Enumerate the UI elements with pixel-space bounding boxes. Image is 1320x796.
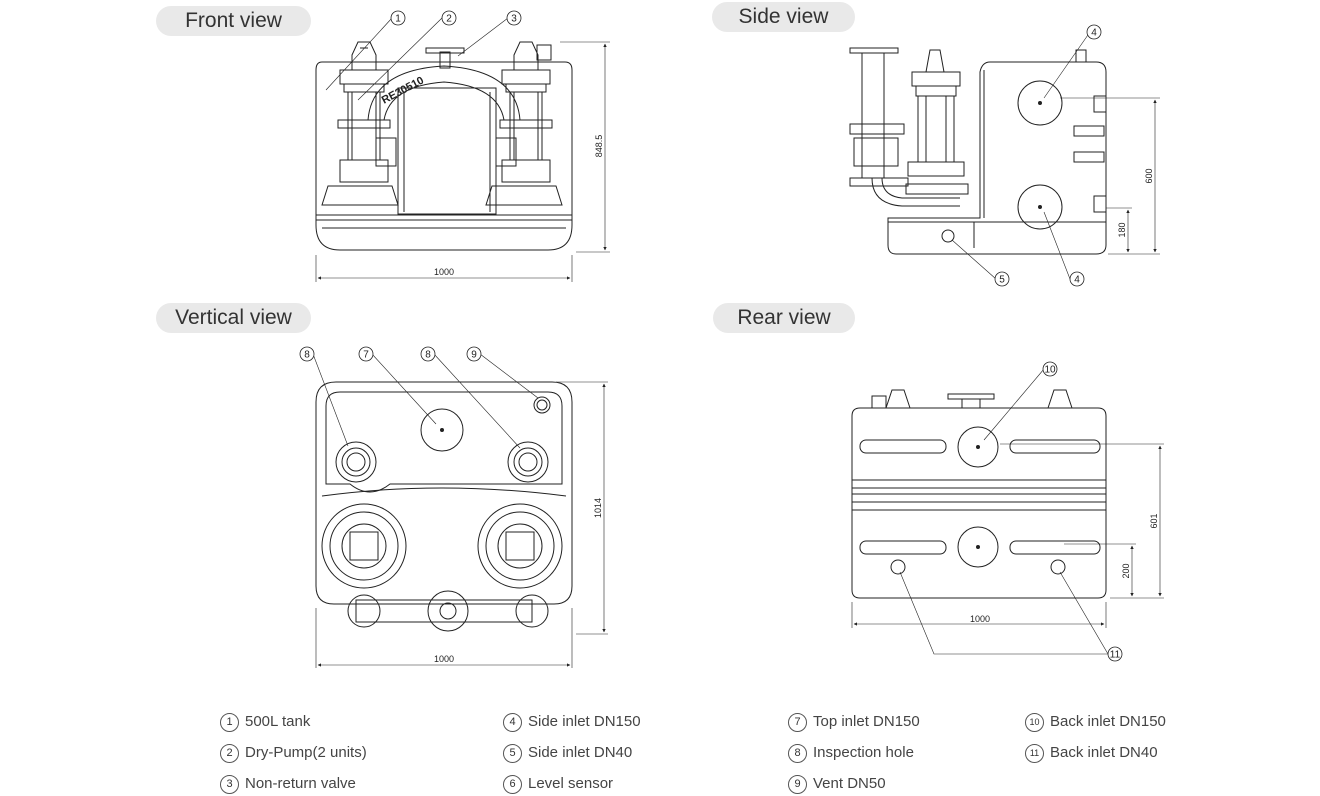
- side-view-drawing: [849, 24, 1160, 287]
- front-width-dimension: 1000: [434, 267, 454, 277]
- svg-text:11: 11: [1110, 650, 1121, 661]
- vertical-width-dimension: 1000: [434, 654, 454, 664]
- front-view-title: Front view: [156, 6, 311, 36]
- vertical-view-drawing: [299, 346, 608, 668]
- rear-view-drawing: [851, 361, 1164, 662]
- front-view-drawing: [315, 10, 610, 282]
- rear-lower-dimension: 200: [1121, 563, 1131, 578]
- svg-text:5: 5: [999, 275, 1005, 286]
- svg-text:9: 9: [471, 350, 477, 361]
- svg-text:3: 3: [511, 14, 517, 25]
- side-height-dimension: 600: [1144, 168, 1154, 183]
- svg-text:7: 7: [363, 350, 369, 361]
- rear-view-title: Rear view: [713, 303, 855, 333]
- svg-text:4: 4: [1074, 275, 1080, 286]
- rear-height-dimension: 601: [1149, 513, 1159, 528]
- svg-text:10: 10: [1044, 365, 1056, 376]
- svg-text:8: 8: [304, 350, 310, 361]
- vertical-view-title: Vertical view: [156, 303, 311, 333]
- svg-text:1: 1: [395, 14, 401, 25]
- vertical-depth-dimension: 1014: [593, 498, 603, 518]
- svg-text:8: 8: [425, 350, 431, 361]
- front-height-dimension: 848.5: [594, 135, 604, 158]
- rear-width-dimension: 1000: [970, 614, 990, 624]
- side-view-title: Side view: [712, 2, 855, 32]
- tank-marking: RE30510: [380, 75, 426, 107]
- side-lower-dimension: 180: [1117, 222, 1127, 237]
- svg-text:2: 2: [446, 14, 452, 25]
- svg-text:4: 4: [1091, 28, 1097, 39]
